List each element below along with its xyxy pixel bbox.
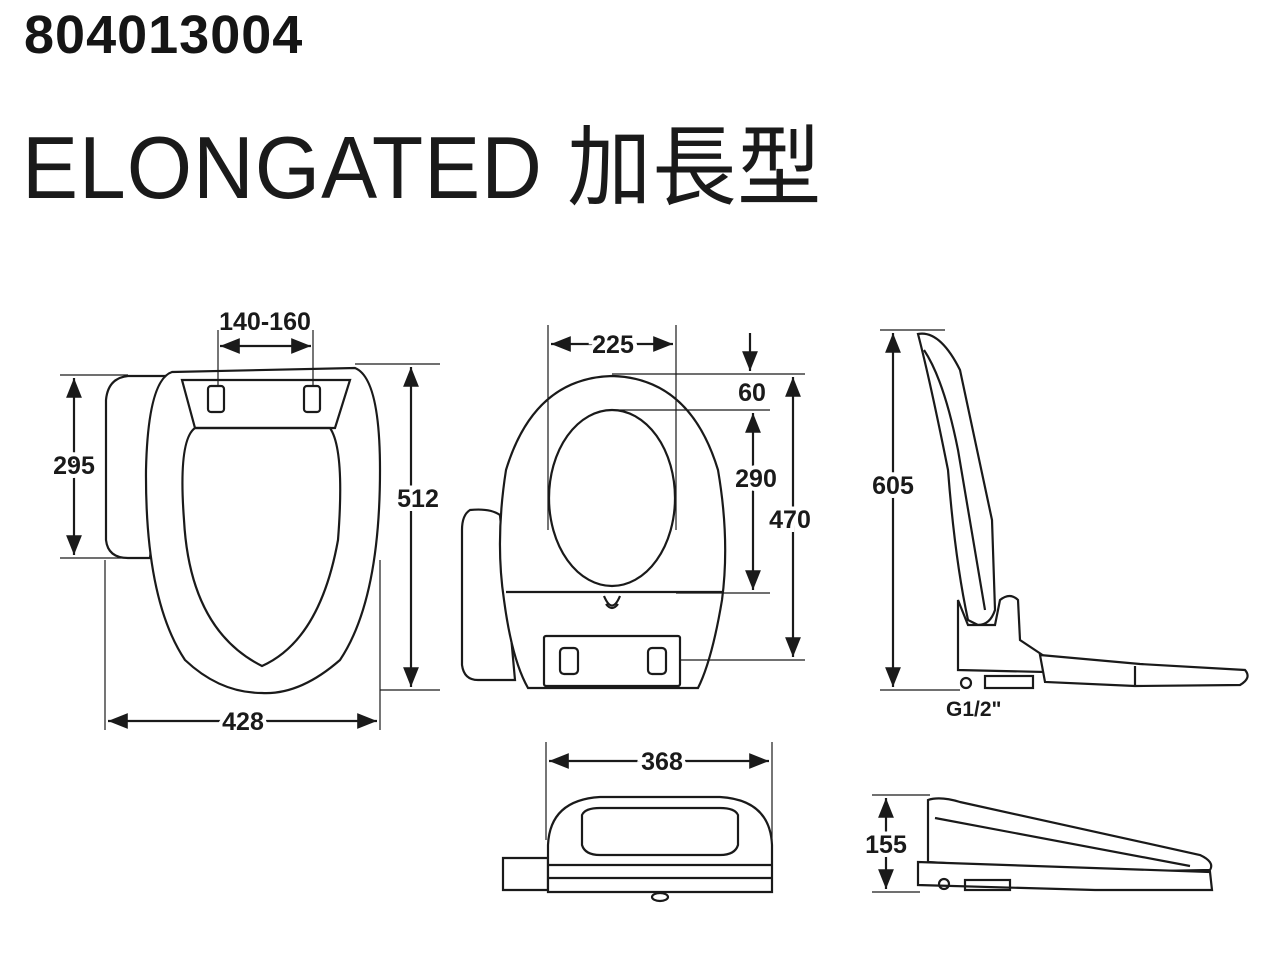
dim-hinge-spacing: 140-160	[219, 308, 311, 336]
dim-overall-width: 428	[222, 708, 264, 736]
top-view: 140-160 295 512 428	[49, 308, 443, 740]
dim-panel-depth: 295	[53, 452, 95, 480]
dim-front-width: 368	[641, 748, 683, 776]
dim-front-offset: 60	[738, 379, 766, 407]
connection-label: G1/2"	[946, 698, 1001, 721]
dim-height-open: 605	[872, 472, 914, 500]
model-number: 804013004	[24, 5, 304, 65]
dim-opening-length: 290	[735, 465, 777, 493]
side-closed-view: 155	[861, 794, 1214, 893]
dim-overall-length: 512	[397, 485, 439, 513]
dim-opening-width: 225	[592, 331, 634, 359]
product-title: ELONGATED 加長型	[22, 117, 823, 217]
dim-height-closed: 155	[865, 831, 907, 859]
front-view: 368	[501, 742, 774, 903]
open-view: 225 60 290 470	[460, 325, 815, 690]
dim-seat-length: 470	[769, 506, 811, 534]
side-open-view: 605 G1/2"	[868, 329, 1249, 721]
